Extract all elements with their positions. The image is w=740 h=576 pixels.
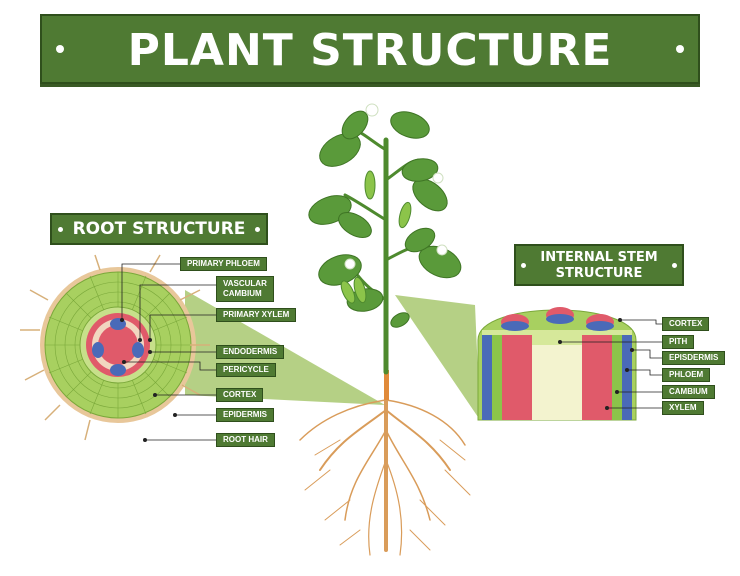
label-stem-cortex: CORTEX [662,317,710,331]
flowers [344,103,448,270]
label-primary-phloem: PRIMARY PHLOEM [180,257,267,271]
stem-structure-heading: INTERNAL STEM STRUCTURE [514,244,684,286]
label-epidermis: EPIDERMIS [216,408,275,422]
label-pericycle: PERICYCLE [216,363,276,377]
banner-hole-right [676,45,684,53]
label-stem-pith: PITH [662,335,695,349]
root-cross-section [20,254,210,441]
root-leader-lines [121,263,216,441]
label-primary-xylem: PRIMARY XYLEM [216,308,297,322]
stem-leader-dots [558,318,634,410]
label-root-hair: ROOT HAIR [216,433,275,447]
page-title: PLANT STRUCTURE [127,25,613,76]
root-leader-dots [120,318,177,442]
banner-hole-left [56,45,64,53]
stem-heading-line1: INTERNAL STEM [540,250,658,265]
label-stem-xylem: XYLEM [662,401,704,415]
label-stem-episdermis: EPISDERMIS [662,351,726,365]
stem-leader-lines [560,319,662,409]
root-structure-heading: ROOT STRUCTURE [50,213,268,245]
plant-leaves [308,110,462,328]
stem-zoom-wedge [395,295,480,420]
label-stem-phloem: PHLOEM [662,368,711,382]
bean-pods [340,170,412,304]
root-structure-heading-text: ROOT STRUCTURE [72,219,246,239]
label-vascular-cambium: VASCULAR CAMBIUM [216,276,274,302]
label-stem-cambium: CAMBIUM [662,385,715,399]
title-banner: PLANT STRUCTURE [40,14,700,84]
label-endodermis: ENDODERMIS [216,345,285,359]
stem-heading-line2: STRUCTURE [555,266,643,281]
stem-cross-section [477,307,637,421]
label-cortex: CORTEX [216,388,264,402]
plant-roots [299,388,471,556]
